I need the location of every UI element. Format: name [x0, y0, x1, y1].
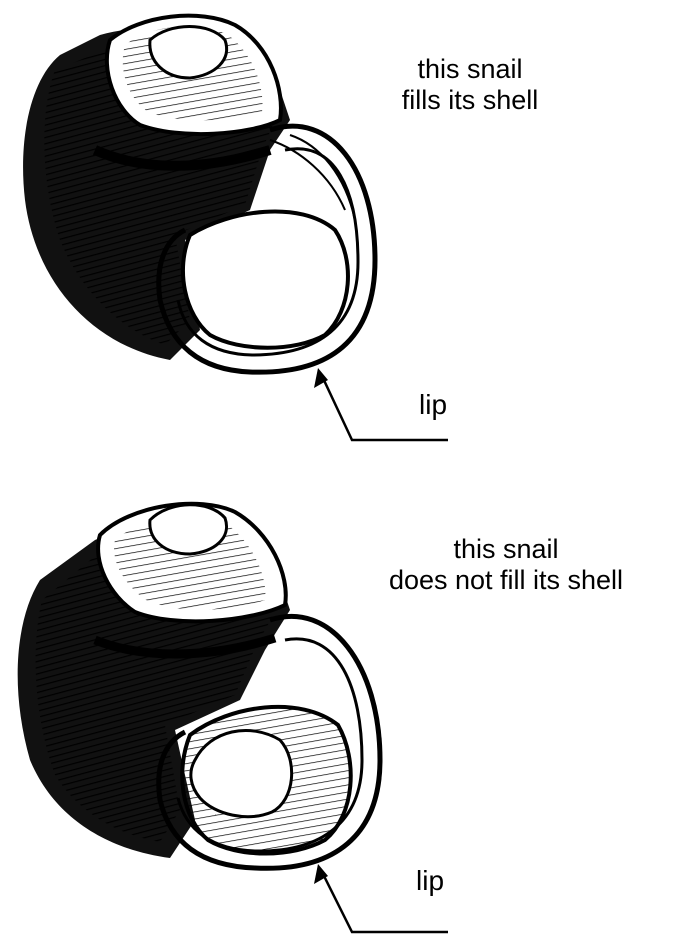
- caption-line: this snail: [370, 54, 570, 85]
- caption-line: fills its shell: [370, 85, 570, 116]
- shell-aperture: [183, 211, 348, 347]
- snail-shell-full: [23, 16, 375, 372]
- caption-fills-shell: this snail fills its shell: [370, 54, 570, 116]
- lip-label: lip: [419, 389, 447, 420]
- snail-body: [191, 730, 292, 816]
- lip-label: lip: [416, 865, 444, 896]
- snail-shell-partial: [18, 504, 380, 869]
- caption-line: does not fill its shell: [346, 565, 666, 596]
- caption-does-not-fill-shell: this snail does not fill its shell: [346, 534, 666, 596]
- caption-line: this snail: [346, 534, 666, 565]
